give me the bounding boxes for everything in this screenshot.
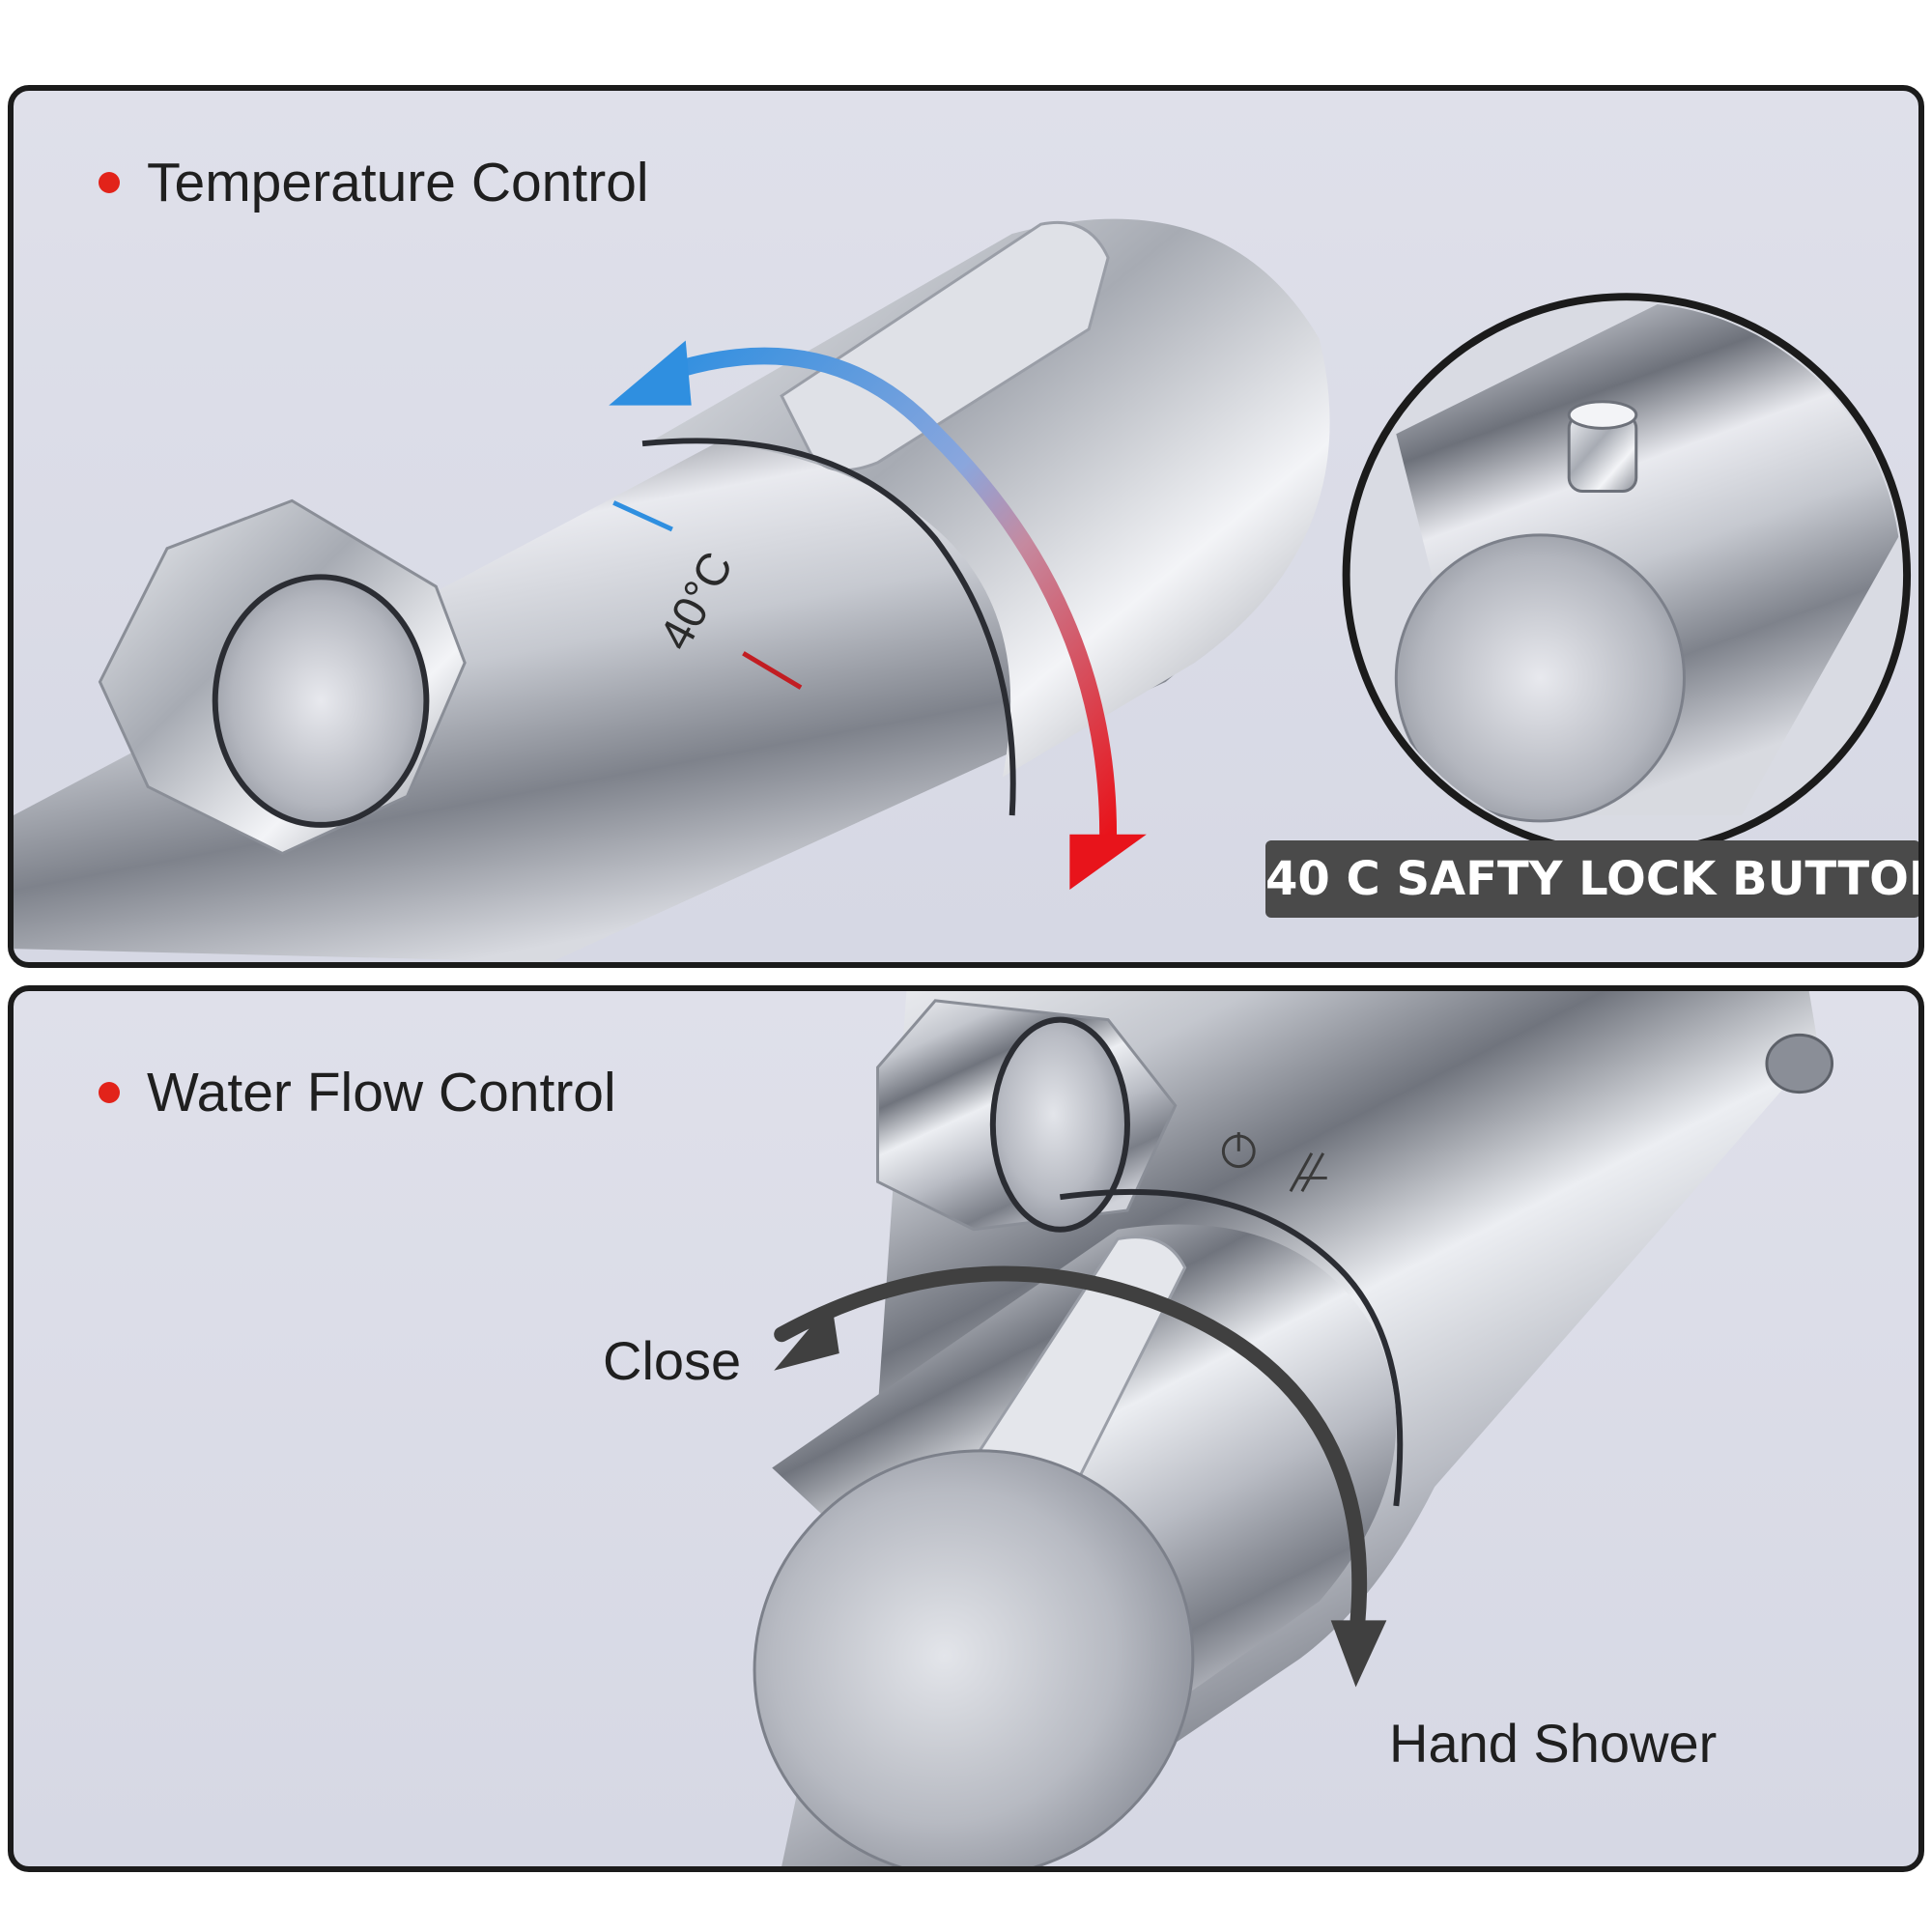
knob-grip xyxy=(780,220,1110,472)
heading-text: Water Flow Control xyxy=(147,1062,616,1123)
inlet-cap xyxy=(212,574,430,828)
cold-tick xyxy=(612,500,673,532)
flow-valve-illustration xyxy=(753,991,1834,1866)
hand-shower-label: Hand Shower xyxy=(1389,1713,1718,1774)
bullet-icon xyxy=(99,1082,120,1103)
knob-face xyxy=(753,1449,1195,1866)
knob-seam xyxy=(641,438,1016,816)
close-label: Close xyxy=(603,1330,742,1391)
temperature-valve-illustration: 40°C xyxy=(14,218,1912,962)
water-flow-control-heading: Water Flow Control xyxy=(99,1061,616,1124)
shower-spray-icon xyxy=(1289,1152,1327,1192)
inlet-cap xyxy=(989,1016,1130,1233)
heading-text: Temperature Control xyxy=(147,152,649,213)
inset-knob-face xyxy=(1394,533,1686,823)
hot-tick xyxy=(742,651,803,690)
hot-arrowhead xyxy=(1069,834,1147,890)
power-icon xyxy=(1221,1132,1256,1169)
rotation-arrow xyxy=(774,1265,1368,1629)
temperature-control-heading: Temperature Control xyxy=(99,151,649,214)
knob-seam xyxy=(1060,1188,1404,1507)
cold-arrowhead xyxy=(609,340,692,406)
bullet-icon xyxy=(99,172,120,193)
outlet-stub xyxy=(1765,1033,1834,1094)
rotation-arrow xyxy=(657,347,1118,843)
safety-lock-label: 40 C SAFTY LOCK BUTTON xyxy=(1265,840,1918,918)
temperature-control-panel: 40°C Temperature Control 40 C SAFTY LOCK… xyxy=(8,85,1924,968)
water-flow-control-panel: Water Flow Control Close Hand Shower xyxy=(8,985,1924,1872)
shower-arrowhead xyxy=(1330,1620,1387,1688)
close-arrowhead xyxy=(774,1301,839,1371)
